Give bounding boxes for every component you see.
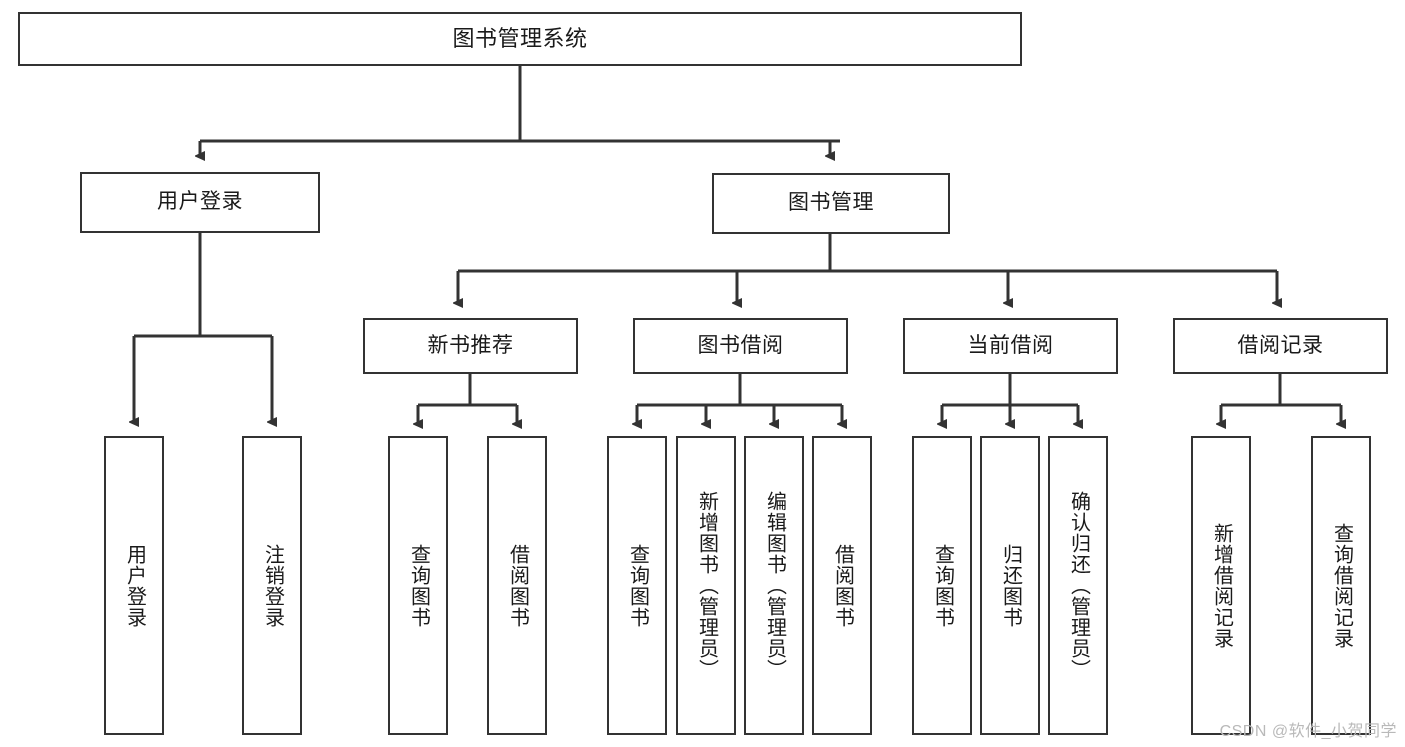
node-book-borrow-label: 图书借阅 <box>697 333 784 357</box>
node-book-borrow[interactable]: 图书借阅 <box>633 318 848 374</box>
node-leaf-borrow-book-2-label: 借阅图书 <box>831 543 854 628</box>
node-leaf-add-record-label: 新增借阅记录 <box>1210 522 1233 649</box>
node-book-manage-label: 图书管理 <box>788 191 874 215</box>
node-user-login[interactable]: 用户登录 <box>80 172 320 233</box>
node-leaf-add-record[interactable]: 新增借阅记录 <box>1191 436 1251 735</box>
node-leaf-query-book-2[interactable]: 查询图书 <box>607 436 667 735</box>
node-leaf-query-record[interactable]: 查询借阅记录 <box>1311 436 1371 735</box>
node-leaf-logout[interactable]: 注销登录 <box>242 436 302 735</box>
node-leaf-borrow-book-1-label: 借阅图书 <box>506 543 529 628</box>
node-new-book-rec[interactable]: 新书推荐 <box>363 318 578 374</box>
node-leaf-user-login[interactable]: 用户登录 <box>104 436 164 735</box>
node-leaf-return-book[interactable]: 归还图书 <box>980 436 1040 735</box>
node-leaf-add-book-label: 新增图书（管理员） <box>695 491 718 680</box>
node-leaf-return-book-label: 归还图书 <box>999 543 1022 628</box>
node-leaf-confirm-return-label: 确认归还（管理员） <box>1067 491 1090 680</box>
node-leaf-query-book-3-label: 查询图书 <box>931 543 954 628</box>
node-leaf-user-login-label: 用户登录 <box>123 543 146 628</box>
node-leaf-query-record-label: 查询借阅记录 <box>1330 522 1353 649</box>
node-leaf-query-book-1-label: 查询图书 <box>407 543 430 628</box>
node-user-login-label: 用户登录 <box>157 190 243 214</box>
node-leaf-query-book-3[interactable]: 查询图书 <box>912 436 972 735</box>
node-borrow-record[interactable]: 借阅记录 <box>1173 318 1388 374</box>
node-root-label: 图书管理系统 <box>452 26 588 52</box>
node-leaf-edit-book[interactable]: 编辑图书（管理员） <box>744 436 804 735</box>
node-leaf-logout-label: 注销登录 <box>261 543 284 628</box>
node-leaf-borrow-book-2[interactable]: 借阅图书 <box>812 436 872 735</box>
node-borrow-record-label: 借阅记录 <box>1237 333 1324 357</box>
node-leaf-edit-book-label: 编辑图书（管理员） <box>763 491 786 680</box>
node-book-manage[interactable]: 图书管理 <box>712 173 950 234</box>
node-leaf-query-book-2-label: 查询图书 <box>626 543 649 628</box>
node-leaf-add-book[interactable]: 新增图书（管理员） <box>676 436 736 735</box>
node-leaf-confirm-return[interactable]: 确认归还（管理员） <box>1048 436 1108 735</box>
node-leaf-borrow-book-1[interactable]: 借阅图书 <box>487 436 547 735</box>
node-current-borrow[interactable]: 当前借阅 <box>903 318 1118 374</box>
node-root[interactable]: 图书管理系统 <box>18 12 1022 66</box>
node-new-book-rec-label: 新书推荐 <box>427 333 514 357</box>
node-current-borrow-label: 当前借阅 <box>967 333 1054 357</box>
node-leaf-query-book-1[interactable]: 查询图书 <box>388 436 448 735</box>
